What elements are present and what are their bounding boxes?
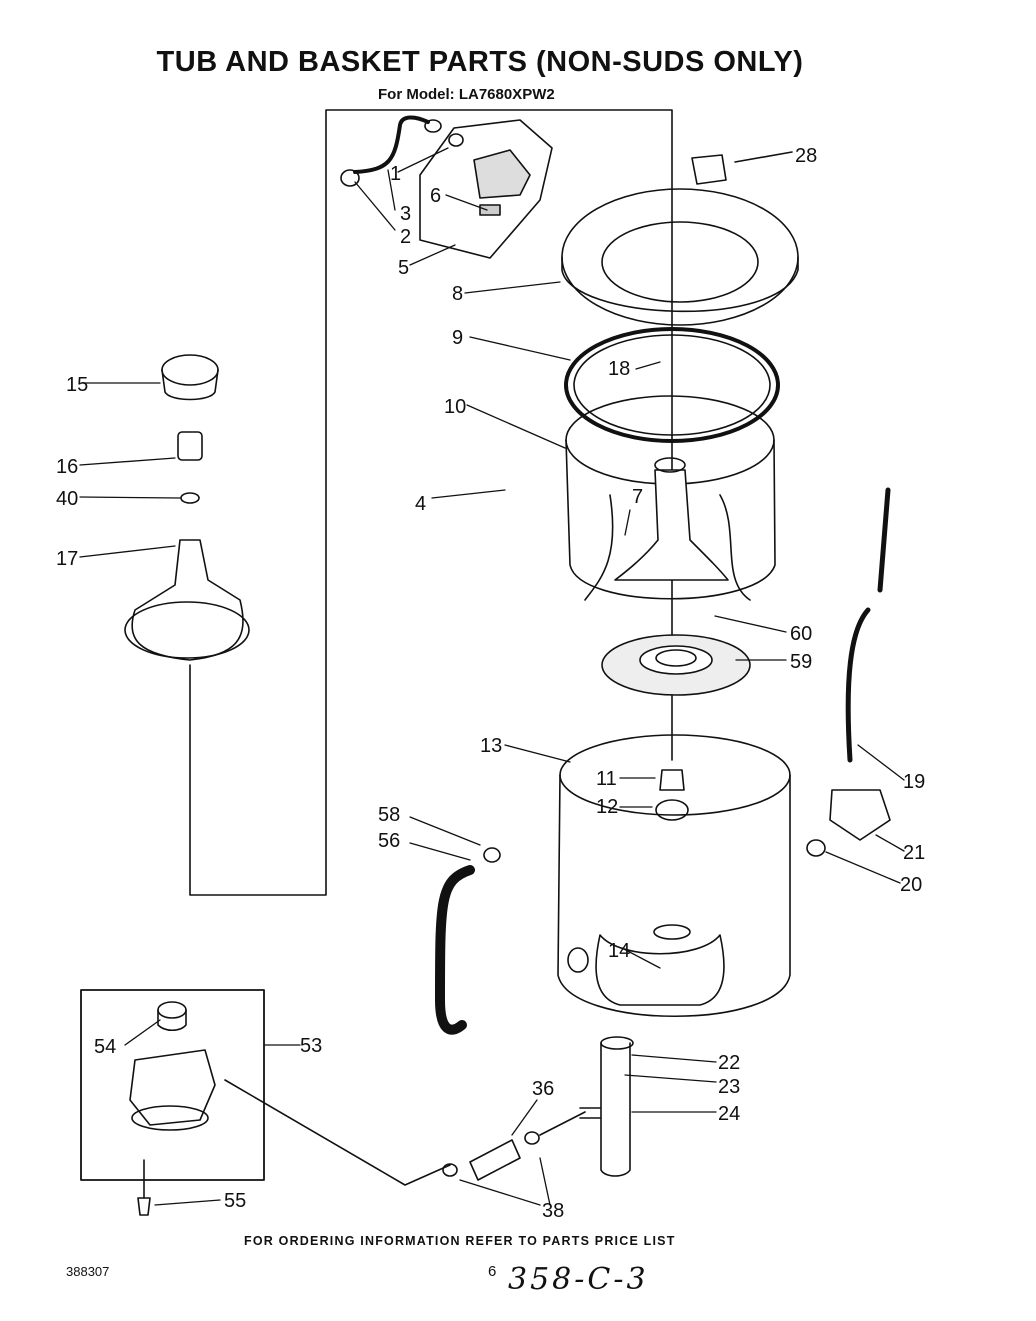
callout-17: 17 xyxy=(56,548,78,570)
cam-part xyxy=(659,769,685,791)
agitator-disc xyxy=(601,634,751,696)
ordering-footer: FOR ORDERING INFORMATION REFER TO PARTS … xyxy=(244,1234,676,1248)
callout-5: 5 xyxy=(398,257,409,279)
callout-38: 38 xyxy=(542,1200,564,1222)
seal-part xyxy=(655,799,689,821)
pump-part xyxy=(829,789,891,841)
callout-55: 55 xyxy=(224,1190,246,1212)
callout-36: 36 xyxy=(532,1078,554,1100)
callout-2: 2 xyxy=(400,226,411,248)
screw-part xyxy=(137,1197,151,1216)
callout-18: 18 xyxy=(608,358,630,380)
callout-22: 22 xyxy=(718,1052,740,1074)
callout-53: 53 xyxy=(300,1035,322,1057)
callout-28: 28 xyxy=(795,145,817,167)
drain-hose xyxy=(435,865,475,1035)
callout-60: 60 xyxy=(790,623,812,645)
gasket-ring xyxy=(564,327,780,443)
callout-20: 20 xyxy=(900,874,922,896)
callout-54: 54 xyxy=(94,1036,116,1058)
handwritten-note: 358-C-3 xyxy=(508,1262,649,1297)
outer-tub xyxy=(557,734,791,1018)
connector-hose xyxy=(469,1139,521,1181)
callout-labels: 1 2 3 4 5 6 7 8 9 10 11 12 13 14 15 16 1… xyxy=(56,145,925,1222)
callout-23: 23 xyxy=(718,1076,740,1098)
callout-1: 1 xyxy=(390,163,401,185)
model-subtitle: For Model: LA7680XPW2 xyxy=(378,86,555,103)
callout-10: 10 xyxy=(444,396,466,418)
callout-40: 40 xyxy=(56,488,78,510)
drain-pipe xyxy=(579,1036,634,1177)
basket xyxy=(565,395,776,601)
pump-assembly xyxy=(129,1001,216,1131)
callout-3: 3 xyxy=(400,203,411,225)
callout-59: 59 xyxy=(790,651,812,673)
callout-24: 24 xyxy=(718,1103,740,1125)
callout-8: 8 xyxy=(452,283,463,305)
callout-14: 14 xyxy=(608,940,630,962)
plate-part xyxy=(691,154,727,185)
agitator xyxy=(124,354,250,661)
page-number: 6 xyxy=(488,1263,497,1280)
tub-ring xyxy=(561,188,799,326)
callout-4: 4 xyxy=(415,493,426,515)
pump-assembly-box xyxy=(80,989,265,1181)
hose xyxy=(845,487,891,763)
document-number: 388307 xyxy=(66,1264,110,1279)
callout-19: 19 xyxy=(903,771,925,793)
callout-21: 21 xyxy=(903,842,925,864)
callout-12: 12 xyxy=(596,796,618,818)
callout-7: 7 xyxy=(632,486,643,508)
callout-13: 13 xyxy=(480,735,502,757)
callout-leaders xyxy=(79,147,905,1206)
callout-9: 9 xyxy=(452,327,463,349)
callout-16: 16 xyxy=(56,456,78,478)
callout-58: 58 xyxy=(378,804,400,826)
callout-11: 11 xyxy=(596,768,617,790)
callout-15: 15 xyxy=(66,374,88,396)
callout-6: 6 xyxy=(430,185,441,207)
callout-56: 56 xyxy=(378,830,400,852)
valve-assembly xyxy=(340,115,553,259)
page-title: TUB AND BASKET PARTS (NON-SUDS ONLY) xyxy=(156,46,804,78)
